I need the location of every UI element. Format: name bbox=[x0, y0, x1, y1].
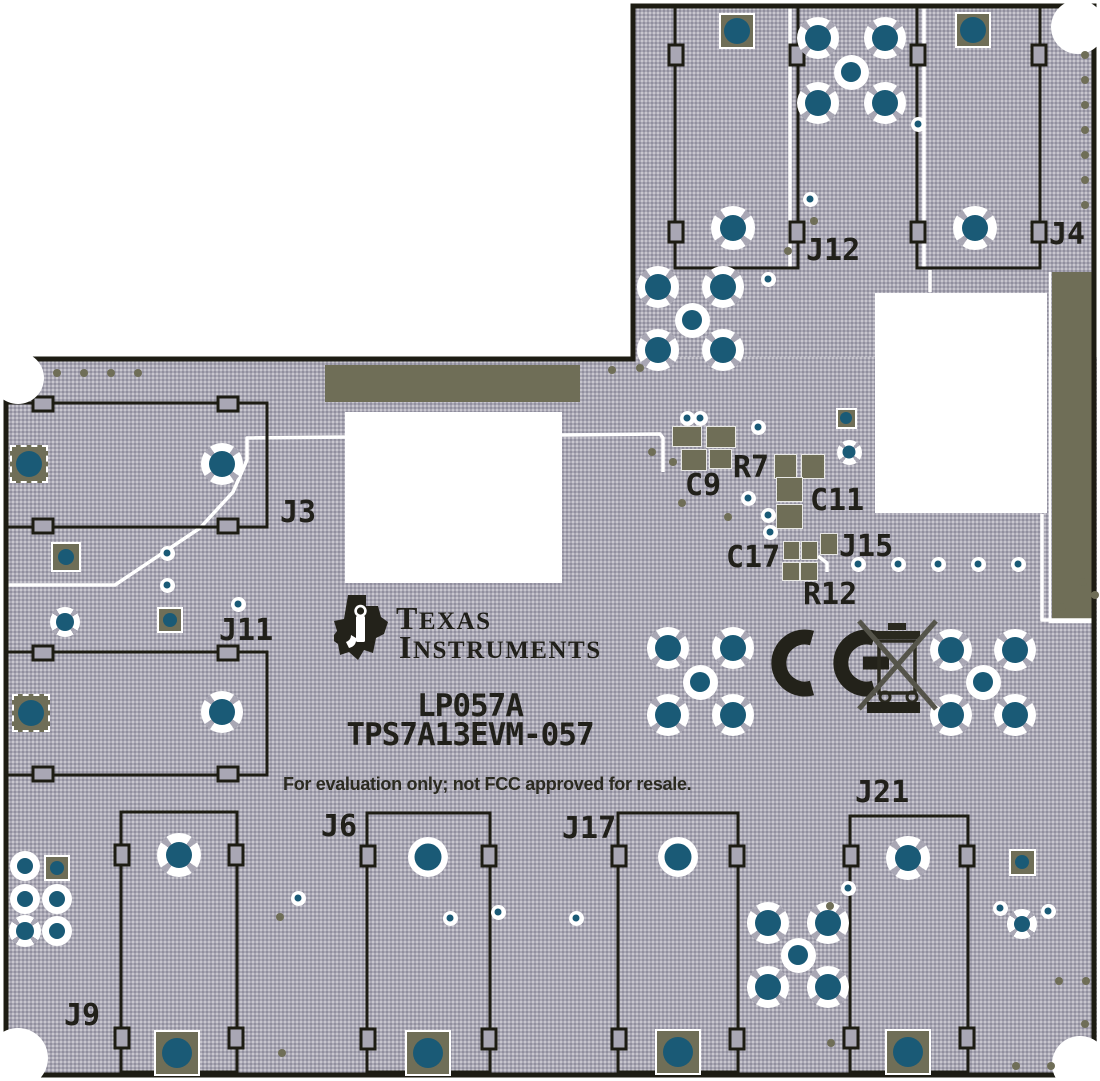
connector-notch bbox=[842, 1026, 860, 1050]
connector-notch bbox=[667, 43, 685, 67]
copper-keepout-bar bbox=[325, 365, 580, 402]
connector-notch bbox=[31, 517, 55, 535]
mounting-hole bbox=[0, 352, 44, 404]
connector-outline bbox=[119, 810, 239, 1074]
connector-outline bbox=[3, 650, 269, 777]
refdes-label-j3: J3 bbox=[280, 495, 317, 530]
connector-notch bbox=[113, 1026, 131, 1050]
refdes-label-c9: C9 bbox=[685, 468, 722, 503]
connector-outline bbox=[3, 401, 269, 529]
mounting-hole bbox=[0, 1028, 48, 1081]
connector-notch bbox=[359, 844, 377, 868]
fcc-disclaimer-text: For evaluation only; not FCC approved fo… bbox=[283, 774, 692, 794]
connector-notch bbox=[788, 43, 806, 67]
connector-notch bbox=[113, 843, 131, 867]
connector-outline bbox=[673, 3, 800, 270]
refdes-label-c17: C17 bbox=[726, 540, 781, 575]
connector-notch bbox=[909, 43, 927, 67]
connector-notch bbox=[610, 844, 628, 868]
connector-notch bbox=[480, 1027, 498, 1051]
connector-notch bbox=[31, 765, 55, 783]
refdes-label-r12: R12 bbox=[803, 577, 858, 612]
component-body-outline-left bbox=[345, 412, 562, 583]
connector-notch bbox=[1030, 43, 1048, 67]
refdes-label-r7: R7 bbox=[733, 450, 770, 485]
connector-notch bbox=[909, 220, 927, 244]
refdes-label-j9: J9 bbox=[64, 998, 101, 1033]
connector-notch bbox=[31, 644, 55, 662]
refdes-label-j4: J4 bbox=[1049, 217, 1086, 252]
refdes-label-j17: J17 bbox=[562, 811, 617, 846]
connector-notch bbox=[1030, 220, 1048, 244]
connector-notch bbox=[610, 1027, 628, 1051]
board-title-block: LP057A TPS7A13EVM-057 bbox=[295, 688, 645, 753]
compliance-marks bbox=[771, 619, 938, 713]
refdes-label-j11: J11 bbox=[219, 613, 274, 648]
refdes-label-j6: J6 bbox=[321, 809, 358, 844]
connector-notch bbox=[227, 1026, 245, 1050]
part-number-text: TPS7A13EVM-057 bbox=[346, 716, 594, 753]
silkscreen-line bbox=[1048, 272, 1096, 624]
connector-notch bbox=[842, 844, 860, 868]
connector-notch bbox=[728, 1027, 746, 1051]
silkscreen-trace bbox=[1040, 514, 1094, 622]
weee-icon bbox=[857, 619, 938, 713]
refdes-label-j15: J15 bbox=[839, 529, 894, 564]
silkscreen-trace bbox=[816, 554, 829, 572]
brand-texas-text: TEXAS bbox=[396, 600, 492, 636]
connector-notch bbox=[667, 220, 685, 244]
connector-notch bbox=[958, 1026, 976, 1050]
connector-outline bbox=[848, 814, 970, 1074]
brand-instruments-text: INSTRUMENTS bbox=[399, 629, 602, 665]
copper-keepout-right bbox=[1052, 272, 1095, 622]
connector-notch bbox=[480, 844, 498, 868]
refdes-label-j12: J12 bbox=[806, 233, 861, 268]
connector-notch bbox=[788, 220, 806, 244]
connector-outline bbox=[365, 811, 492, 1074]
refdes-label-c11: C11 bbox=[810, 483, 865, 518]
connector-outline bbox=[616, 811, 740, 1074]
mounting-hole bbox=[1052, 1036, 1100, 1081]
connector-notch bbox=[216, 395, 240, 413]
assembly-code-text: LP057A bbox=[417, 688, 524, 724]
connector-notch bbox=[216, 644, 240, 662]
connector-notch bbox=[216, 517, 240, 535]
silkscreen-trace bbox=[6, 432, 665, 587]
connector-notch bbox=[958, 844, 976, 868]
connector-notch bbox=[216, 765, 240, 783]
mounting-hole bbox=[1051, 0, 1100, 54]
refdes-label-j21: J21 bbox=[855, 775, 910, 810]
connector-notch bbox=[227, 843, 245, 867]
ce-mark bbox=[771, 629, 889, 697]
texas-instruments-logo-icon bbox=[334, 595, 388, 660]
component-body-outline-right bbox=[875, 293, 1047, 513]
connector-notch bbox=[728, 844, 746, 868]
connector-outline bbox=[915, 3, 1042, 270]
connector-notch bbox=[359, 1027, 377, 1051]
connector-notch bbox=[31, 395, 55, 413]
